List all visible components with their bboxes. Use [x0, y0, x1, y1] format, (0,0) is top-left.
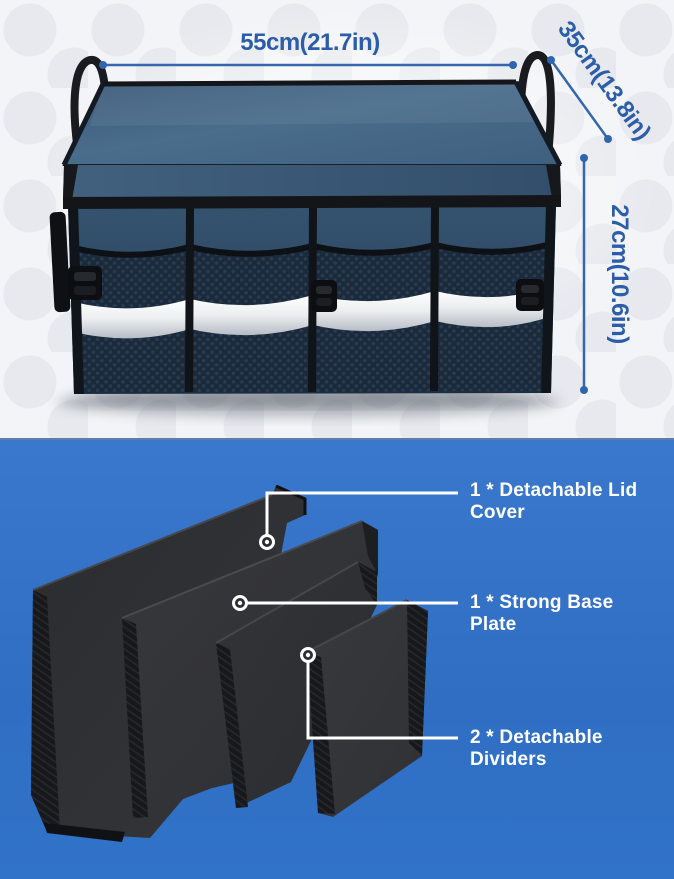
- buckle-left: [68, 266, 102, 300]
- buckle-center: [311, 280, 337, 312]
- panel-divider-front: [306, 599, 428, 817]
- components-illustration: [31, 484, 458, 842]
- side-strap: [49, 211, 71, 313]
- components-section: 1 * Detachable Lid Cover 1 * Strong Base…: [0, 438, 674, 879]
- callout-label-base-plate: 1 * Strong Base Plate: [470, 592, 665, 636]
- callout-line-dividers: [306, 655, 458, 740]
- callout-label-line: 2 * Detachable: [470, 727, 603, 748]
- dimension-line-width: [99, 61, 517, 69]
- dimension-width-label: 55cm(21.7in): [240, 29, 379, 56]
- callout-label-line: Dividers: [470, 749, 547, 770]
- callout-label-lid-cover: 1 * Detachable Lid Cover: [470, 480, 665, 524]
- buckle-right: [516, 279, 544, 311]
- callout-label-line: Plate: [470, 614, 517, 635]
- trunk-organizer-illustration: 55cm(21.7in) 35cm(13.8in) 27cm(10.6in): [49, 16, 656, 417]
- dimension-line-depth: [547, 56, 612, 143]
- callout-marker-dividers: [300, 647, 316, 663]
- organizer-lid: [61, 79, 563, 209]
- callout-label-dividers: 2 * Detachable Dividers: [470, 727, 665, 771]
- panel-divider-rear: [215, 561, 377, 808]
- dimension-photo-section: 55cm(21.7in) 35cm(13.8in) 27cm(10.6in): [0, 0, 674, 438]
- dimension-height-label: 27cm(10.6in): [606, 204, 633, 343]
- dimension-line-height: [580, 154, 588, 394]
- callout-connectors: [240, 491, 458, 740]
- dimension-depth-label: 35cm(13.8in): [552, 16, 656, 145]
- callout-label-line: Cover: [470, 502, 525, 523]
- callout-label-line: 1 * Detachable Lid: [470, 480, 638, 501]
- callout-marker-base-plate: [232, 595, 248, 611]
- callout-line-lid-cover: [265, 491, 458, 542]
- callout-label-line: 1 * Strong Base: [470, 592, 614, 613]
- callout-marker-lid-cover: [259, 534, 275, 550]
- organizer-body: [49, 204, 556, 394]
